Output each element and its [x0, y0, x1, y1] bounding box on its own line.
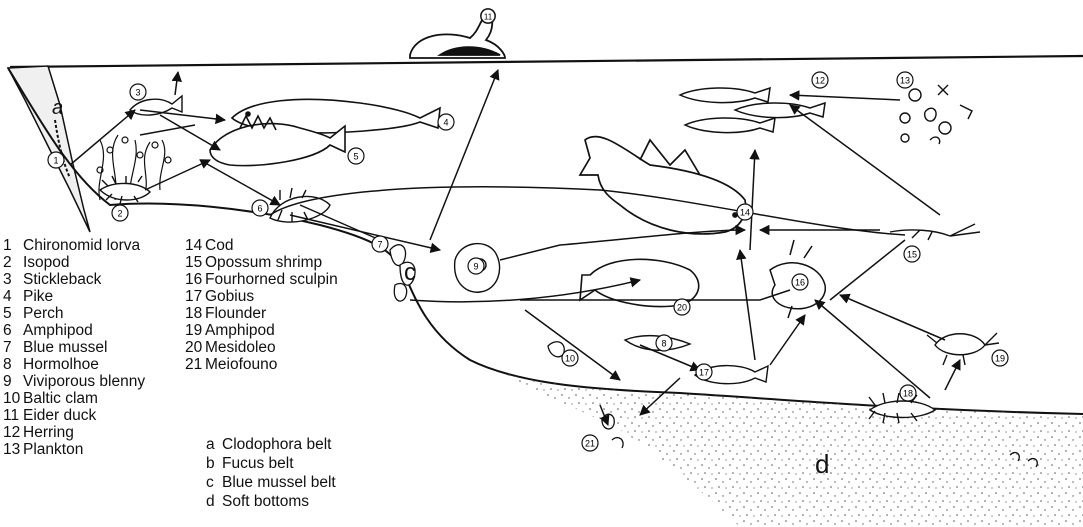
species-node-16: 16 — [792, 274, 808, 290]
species-node-20: 20 — [674, 299, 690, 315]
svg-text:17: 17 — [699, 368, 709, 378]
zone-label-a: a — [52, 97, 63, 119]
svg-text:10: 10 — [565, 354, 575, 364]
species-node-18: 18 — [900, 385, 916, 401]
svg-text:3: 3 — [135, 88, 140, 98]
svg-text:15: 15 — [907, 250, 917, 260]
species-node-7: 7 — [372, 236, 388, 252]
species-node-12: 12 — [812, 72, 828, 88]
species-node-21: 21 — [582, 435, 598, 451]
plankton-icon — [900, 85, 972, 144]
species-node-13: 13 — [897, 72, 913, 88]
species-node-15: 15 — [904, 246, 920, 262]
svg-text:18: 18 — [903, 389, 913, 399]
baltic-clam-icon — [548, 342, 564, 357]
species-node-9: 9 — [468, 258, 484, 274]
species-node-8: 8 — [656, 335, 672, 351]
species-node-6: 6 — [252, 200, 268, 216]
svg-text:9: 9 — [473, 262, 478, 272]
herring-school-icon — [680, 88, 825, 133]
opossum-shrimp-icon — [890, 224, 980, 240]
shore-rocks — [8, 66, 90, 232]
species-node-17: 17 — [696, 364, 712, 380]
svg-text:5: 5 — [353, 152, 358, 162]
amphipod-19-icon — [927, 333, 999, 365]
svg-text:19: 19 — [995, 354, 1005, 364]
species-node-3: 3 — [130, 84, 146, 100]
species-node-11: 11 — [481, 9, 495, 23]
species-node-10: 10 — [562, 350, 578, 366]
svg-text:21: 21 — [585, 439, 595, 449]
species-node-4: 4 — [438, 114, 454, 130]
soft-bottom-sediment — [470, 360, 1083, 527]
species-node-19: 19 — [992, 350, 1008, 366]
species-node-2: 2 — [112, 205, 128, 221]
svg-text:11: 11 — [484, 13, 493, 22]
svg-text:6: 6 — [257, 204, 262, 214]
svg-text:20: 20 — [677, 303, 687, 313]
isopod-icon — [100, 176, 150, 204]
zone-label-d: d — [815, 449, 829, 479]
cod-icon — [580, 137, 746, 234]
svg-text:13: 13 — [900, 76, 910, 86]
species-node-1: 1 — [48, 152, 64, 168]
svg-text:7: 7 — [377, 240, 382, 250]
svg-text:4: 4 — [443, 118, 448, 128]
svg-text:12: 12 — [815, 76, 825, 86]
zone-label-c: c — [404, 259, 416, 286]
svg-text:8: 8 — [661, 339, 666, 349]
svg-text:16: 16 — [795, 278, 805, 288]
svg-text:2: 2 — [117, 209, 122, 219]
water-surface-line — [10, 56, 1083, 67]
svg-text:14: 14 — [740, 208, 750, 218]
svg-text:1: 1 — [53, 156, 58, 166]
species-node-14: 14 — [737, 204, 753, 220]
species-node-5: 5 — [348, 148, 364, 164]
